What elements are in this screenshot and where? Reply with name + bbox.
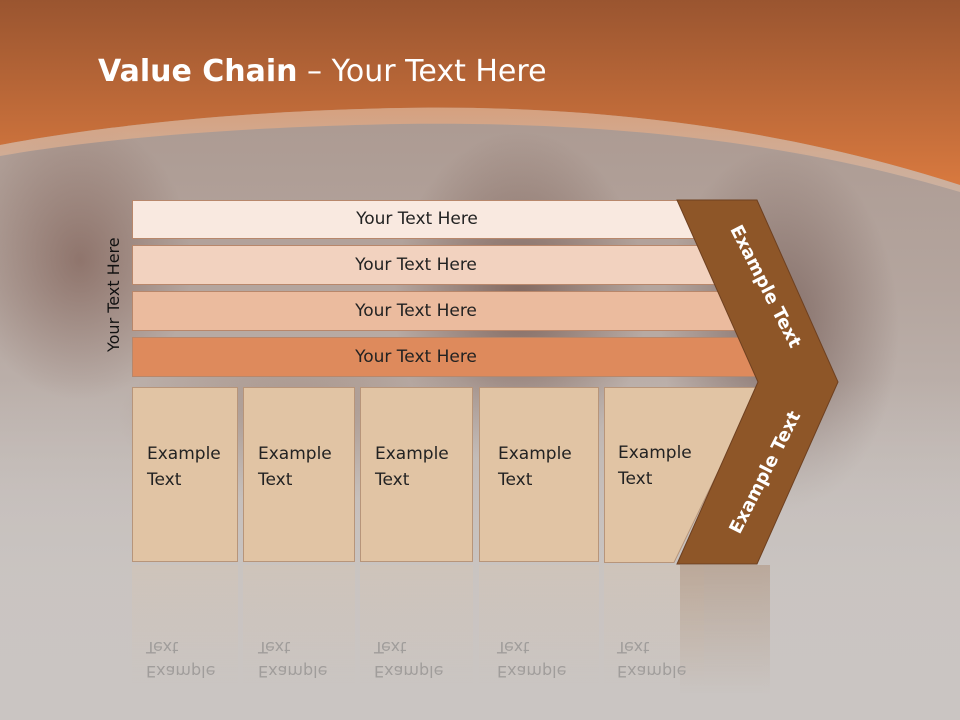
- reflection: Example Text Example Text Example Text E…: [0, 565, 960, 720]
- box-5-reflection: [604, 565, 704, 685]
- row-4-label: Your Text Here: [355, 347, 477, 367]
- header-band: [0, 0, 960, 192]
- row-2-label: Your Text Here: [355, 255, 477, 275]
- chevron-reflection: [680, 565, 770, 695]
- box-2-label: Example Text: [258, 444, 332, 490]
- box-3-label: Example Text: [375, 444, 449, 490]
- box-1-reflection: [132, 565, 238, 685]
- box-1-label: Example Text: [147, 444, 221, 490]
- chevron-arrow: [676, 199, 839, 565]
- slide-title-bold: Value Chain: [98, 54, 298, 89]
- box-5-shape: [604, 387, 760, 563]
- box-2-reflection: [243, 565, 355, 685]
- slide-title: Value Chain – Your Text Here: [98, 54, 547, 89]
- row-1-label: Your Text Here: [356, 209, 478, 229]
- box-5-reflection-label: Example Text: [617, 638, 687, 681]
- box-4-reflection: [479, 565, 599, 685]
- box-1-reflection-label: Example Text: [146, 638, 216, 681]
- box-5-label: Example Text: [618, 443, 692, 489]
- box-2-reflection-label: Example Text: [258, 638, 328, 681]
- box-4-label: Example Text: [498, 444, 572, 490]
- row-3-label: Your Text Here: [355, 301, 477, 321]
- vertical-axis-label: Your Text Here: [104, 237, 123, 352]
- box-4: Example Text: [479, 387, 599, 562]
- box-3-reflection-label: Example Text: [374, 638, 444, 681]
- box-1: Example Text: [132, 387, 238, 562]
- box-3: Example Text: [360, 387, 473, 562]
- slide-title-rest: – Your Text Here: [297, 54, 547, 89]
- box-3-reflection: [360, 565, 473, 685]
- box-2: Example Text: [243, 387, 355, 562]
- box-4-reflection-label: Example Text: [497, 638, 567, 681]
